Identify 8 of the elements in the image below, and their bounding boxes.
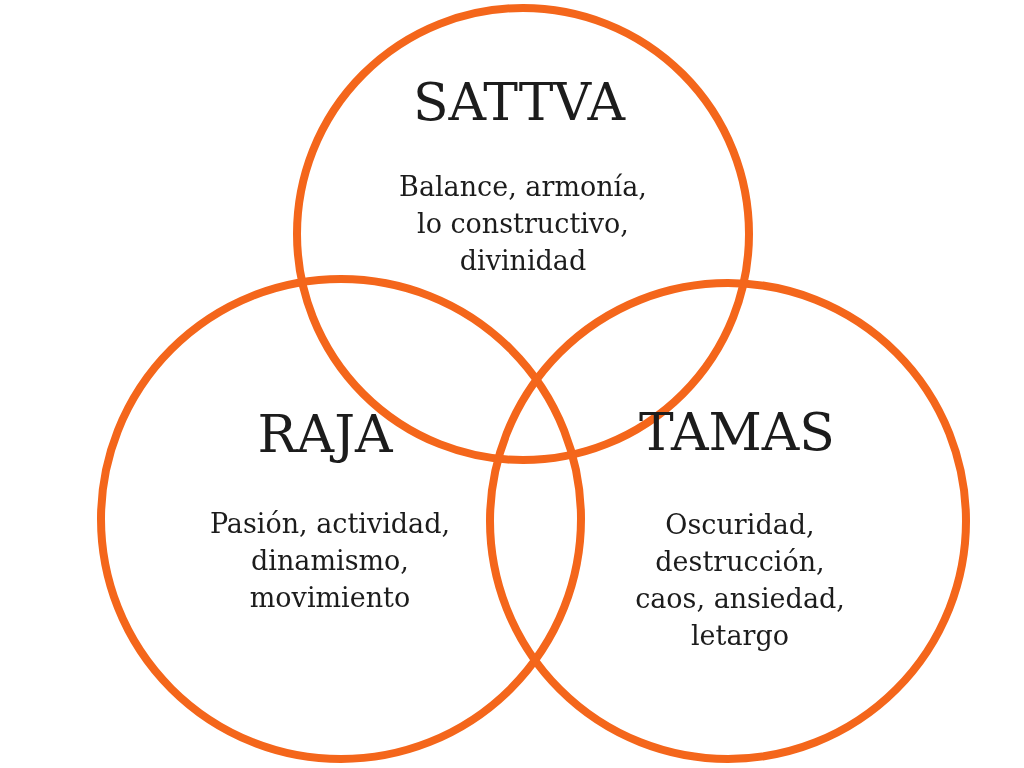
circle-description: Balance, armonía, lo constructivo, divinidad [398, 169, 648, 278]
circle-description: Pasión, actividad, dinamismo, movimiento [208, 506, 452, 615]
circle-description: Oscuridad, destrucción, caos, ansiedad, letargo [634, 508, 846, 653]
circle-title: TAMAS [639, 404, 835, 462]
venn-circle [486, 279, 970, 763]
circle-title: SATTVA [412, 74, 626, 132]
venn-circle [97, 275, 585, 763]
circle-title: RAJA [257, 406, 393, 464]
